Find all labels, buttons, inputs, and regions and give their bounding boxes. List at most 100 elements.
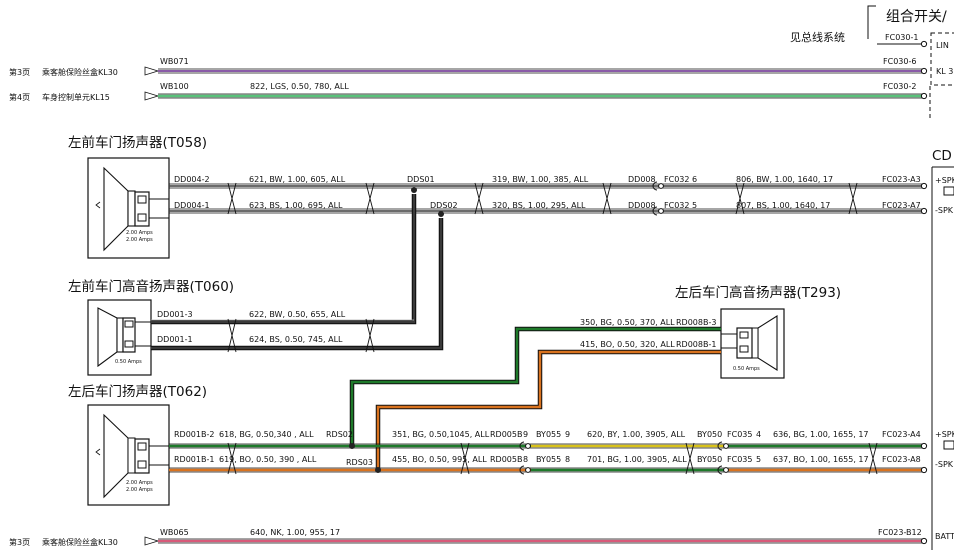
connector-symbol: [652, 181, 658, 191]
splice-dot: [375, 467, 381, 473]
pin-label: RD001B-1: [174, 455, 214, 464]
front-speaker-harness: DD004-2 621, BW, 1.00, 605, ALL DDS01 31…: [169, 175, 954, 216]
wire-spec: 822, LGS, 0.50, 780, ALL: [250, 82, 349, 91]
twist-marker: [474, 182, 484, 215]
connector-symbol: [519, 441, 525, 451]
wire-spec: 640, NK, 1.00, 955, 17: [250, 528, 340, 537]
wire-spec: 623, BS, 1.00, 695, ALL: [249, 201, 343, 210]
pin-label: RD001B-2: [174, 430, 214, 439]
wire-spec: 624, BS, 0.50, 745, ALL: [249, 335, 343, 344]
feed-source: 乘客舱保险丝盒KL30: [42, 537, 118, 547]
radio-pin-label: -SPK: [935, 206, 954, 215]
combination-switch-title: 组合开关/: [886, 9, 947, 25]
wire-spec: 806, BW, 1.00, 1640, 17: [736, 175, 833, 184]
twist-marker: [735, 182, 745, 215]
connector-label: BY050: [697, 430, 722, 439]
pin-label: FC023-B12: [878, 528, 922, 537]
conn-label: BATT: [935, 532, 954, 541]
twist-marker: [848, 182, 858, 215]
wire-id: WB071: [160, 57, 189, 66]
twist-marker: [460, 442, 470, 475]
twist-marker: [868, 442, 878, 475]
feed-page-ref: 第3页: [9, 537, 30, 547]
splice-dot: [411, 187, 417, 193]
feed-arrow-icon: [144, 91, 160, 101]
splice-dot: [438, 211, 444, 217]
wire-spec: 618, BG, 0.50,340 , ALL: [219, 430, 314, 439]
lin-label: LIN: [936, 41, 949, 50]
feed-page-ref: 第4页: [9, 92, 30, 102]
connector-pin: 8: [523, 455, 528, 464]
feed-kl15: 第4页 车身控制单元KL15 WB100 822, LGS, 0.50, 780…: [9, 82, 928, 102]
twist-marker: [227, 442, 237, 475]
radio-pin-label: -SPK: [935, 460, 954, 469]
pin-terminal: [920, 207, 928, 215]
svg-text:0.50 Amps: 0.50 Amps: [115, 359, 142, 365]
rear-speaker-harness: RD001B-2 618, BG, 0.50,340 , ALL RDS02 3…: [169, 430, 954, 475]
conn-label: KL 3: [936, 67, 953, 76]
wire-spec: 320, BS, 1.00, 295, ALL: [492, 201, 586, 210]
wire-spec: 621, BW, 1.00, 605, ALL: [249, 175, 346, 184]
connector-pin: 9: [565, 430, 570, 439]
component-title-t293: 左后车门高音扬声器(T293): [675, 284, 841, 301]
splice-label: DDS02: [430, 201, 458, 210]
lin-pin-label: FC030-1: [885, 33, 918, 42]
splice-dot: [349, 443, 355, 449]
lin-pin-terminal: [920, 40, 928, 48]
component-title-t060: 左前车门高音扬声器(T060): [68, 278, 234, 295]
wire-spec: 701, BG, 1.00, 3905, ALL: [587, 455, 687, 464]
bus-system-note: 见总线系统: [790, 30, 845, 44]
svg-text:2.00 Amps: 2.00 Amps: [126, 487, 153, 493]
connector-symbol: [519, 465, 525, 475]
fc-label: FC035: [727, 455, 752, 464]
pin-terminal: [920, 442, 928, 450]
connector-label: BY055: [536, 430, 561, 439]
twist-marker: [365, 318, 375, 353]
connector-symbol: [717, 441, 723, 451]
tweeter-t293: 0.50 Amps: [720, 308, 785, 379]
connector-label: DD008: [628, 201, 656, 210]
svg-text:2.00 Amps: 2.00 Amps: [126, 237, 153, 243]
pin-terminal: [920, 466, 928, 474]
tweeter-t060: 0.50 Amps: [87, 299, 152, 376]
feed-arrow-icon: [144, 536, 160, 546]
feed-page-ref: 第3页: [9, 67, 30, 77]
pin-label: FC023-A4: [882, 430, 921, 439]
connector-label: DD008: [628, 175, 656, 184]
pin-label: FC023-A3: [882, 175, 921, 184]
connector-pin: 9: [523, 430, 528, 439]
svg-text:0.50 Amps: 0.50 Amps: [733, 366, 760, 372]
wire-spec: 636, BG, 1.00, 1655, 17: [773, 430, 869, 439]
cd-label: CD: [932, 148, 952, 164]
component-title-t062: 左后车门扬声器(T062): [68, 383, 207, 400]
connector-symbol: [717, 465, 723, 475]
twist-marker: [602, 182, 612, 215]
wire-spec: 637, BO, 1.00, 1655, 17: [773, 455, 869, 464]
wire-spec: 455, BO, 0.50, 995, ALL: [392, 455, 487, 464]
fc-label: FC035: [727, 430, 752, 439]
twist-marker: [685, 442, 695, 475]
fc-label: FC032 6: [664, 175, 697, 184]
radio-pin-label: +SPK: [935, 176, 954, 185]
pin-terminal: [920, 537, 928, 545]
feed-kl30-top: 第3页 乘客舱保险丝盒KL30 WB071 FC030-6 KL 3: [9, 57, 953, 77]
speaker-t062: 2.00 Amps 2.00 Amps: [87, 404, 170, 506]
connector-label: RD005B: [490, 455, 522, 464]
pin-label: RD008B-1: [676, 340, 716, 349]
wire-spec: 807, BS, 1.00, 1640, 17: [736, 201, 830, 210]
combination-switch-bracket: [867, 5, 876, 39]
splice-label: RDS03: [346, 458, 373, 467]
twist-marker: [365, 182, 375, 215]
pin-terminal: [920, 67, 928, 75]
wire-spec: 415, BO, 0.50, 320, ALL: [580, 340, 675, 349]
connector-label: BY050: [697, 455, 722, 464]
twist-marker: [227, 182, 237, 215]
pin-terminal: [920, 92, 928, 100]
front-tweeter-harness: DD001-3 622, BW, 0.50, 655, ALL DD001-1 …: [151, 187, 444, 353]
rear-tweeter-harness: 350, BG, 0.50, 370, ALL RD008B-3 415, BO…: [349, 318, 721, 470]
wire-id: WB065: [160, 528, 189, 537]
connector-pin: 8: [565, 455, 570, 464]
feed-arrow-icon: [144, 66, 160, 76]
pin-terminal: [920, 182, 928, 190]
combination-switch-box: [930, 32, 954, 86]
